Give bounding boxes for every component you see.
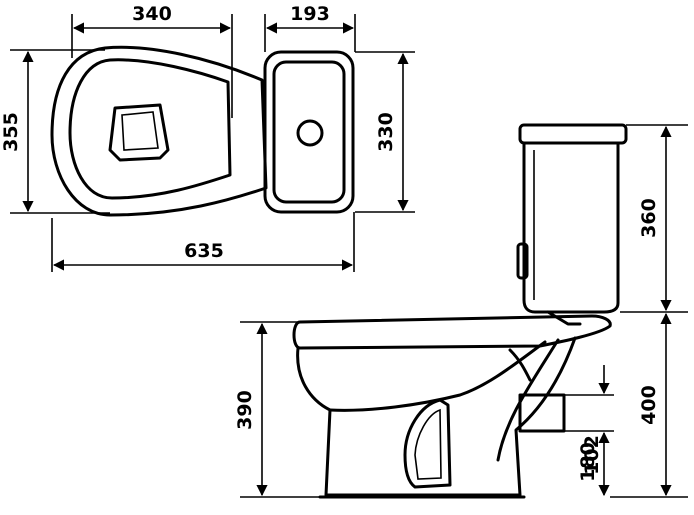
trap-opening: [403, 398, 452, 489]
tank-body: [522, 141, 620, 314]
top-view: 340 193 355 330 635: [0, 3, 415, 272]
dim-inlet-height: 400: [638, 385, 660, 425]
flush-button: [296, 119, 324, 147]
dim-tank-height: 360: [638, 198, 660, 238]
dim-overall-depth: 355: [0, 112, 22, 152]
dim-outlet-height-a: 102: [581, 435, 603, 475]
outlet-pipe: [518, 393, 566, 433]
dim-overall-length: 635: [184, 240, 224, 262]
bowl-inner-rim: [68, 58, 232, 200]
bowl-outlet: [108, 103, 170, 162]
dim-tank-depth: 330: [375, 112, 397, 152]
bowl-body: [296, 336, 577, 497]
bowl-top-outline: [50, 45, 268, 217]
dim-bowl-width: 340: [132, 3, 172, 25]
bowl-rim: [292, 314, 612, 350]
dim-bowl-height: 390: [234, 390, 256, 430]
dim-outlet-height-b: 180: [577, 442, 599, 482]
dim-tank-width: 193: [290, 3, 330, 25]
tank-lid: [518, 123, 628, 145]
side-view: 390 360 400 180 102: [234, 123, 688, 499]
tank-top-outline: [263, 50, 355, 214]
